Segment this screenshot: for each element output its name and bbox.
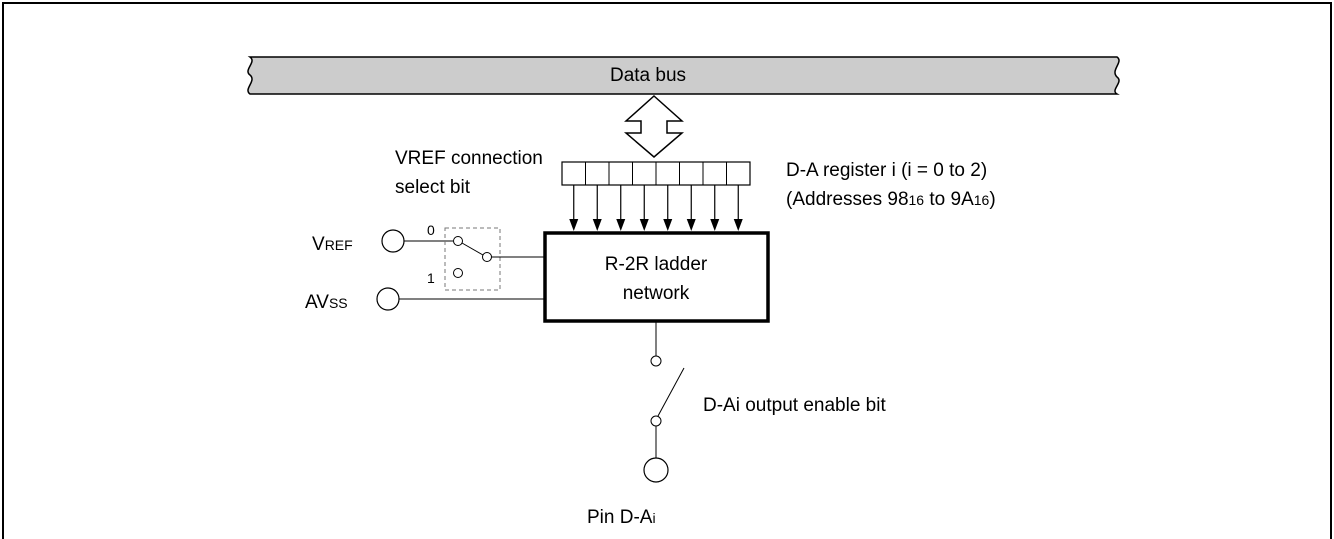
da-register [561,161,751,231]
avss-pin-label: AVSS [305,292,348,313]
ladder-label-line1: R-2R ladder [605,254,708,275]
vref-select-switch: 0 1 [427,222,545,291]
register-label-line1: D-A register i (i = 0 to 2) [786,160,987,181]
ladder-label-line2: network [623,283,690,304]
switch-pos-0: 0 [427,222,435,238]
data-bus: Data bus [247,56,1120,95]
register-bit-arrow [639,185,649,231]
data-bus-label: Data bus [610,65,686,86]
vref-select-label-line1: VREF connection [395,148,543,169]
avss-pin-terminal [376,287,400,311]
vref-pin-terminal [381,229,405,253]
register-bit-arrow [592,185,602,231]
output-enable-label: D-Ai output enable bit [703,395,886,416]
register-label-line2: (Addresses 9816 to 9A16) [786,189,996,210]
register-bit-arrow [569,185,579,231]
vref-select-label-line2: select bit [395,177,471,198]
register-bit-arrow [686,185,696,231]
output-enable-switch [650,321,685,458]
register-bit-arrow [616,185,626,231]
bus-arrow [623,94,685,158]
switch-pos-1: 1 [427,270,435,286]
register-bit-arrow [733,185,743,231]
output-pin-terminal [643,457,669,483]
output-pin-label: Pin D-Ai [587,507,656,528]
register-bit-arrow [663,185,673,231]
vref-pin-label: VREF [312,234,353,255]
register-bit-arrow [710,185,720,231]
ladder-network: R-2R ladder network [543,231,770,323]
